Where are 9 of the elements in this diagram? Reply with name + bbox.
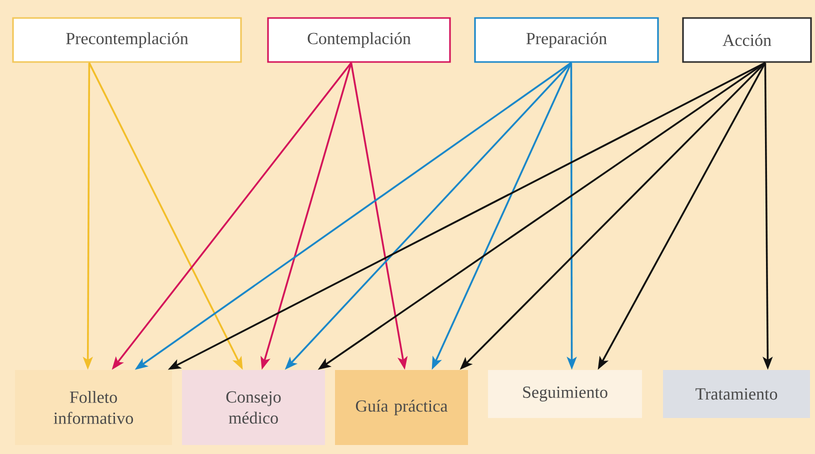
resource-box: Guía práctica — [335, 370, 468, 445]
stage-box: Contemplación — [267, 17, 451, 63]
stage-box: Preparación — [474, 17, 659, 63]
resource-box: Seguimiento — [488, 370, 642, 418]
stage-box: Acción — [682, 17, 812, 63]
resource-box: Tratamiento — [663, 370, 810, 418]
stage-box: Precontemplación — [12, 17, 242, 63]
resource-box: Consejo médico — [182, 370, 325, 445]
resource-box: Folleto informativo — [15, 370, 172, 445]
